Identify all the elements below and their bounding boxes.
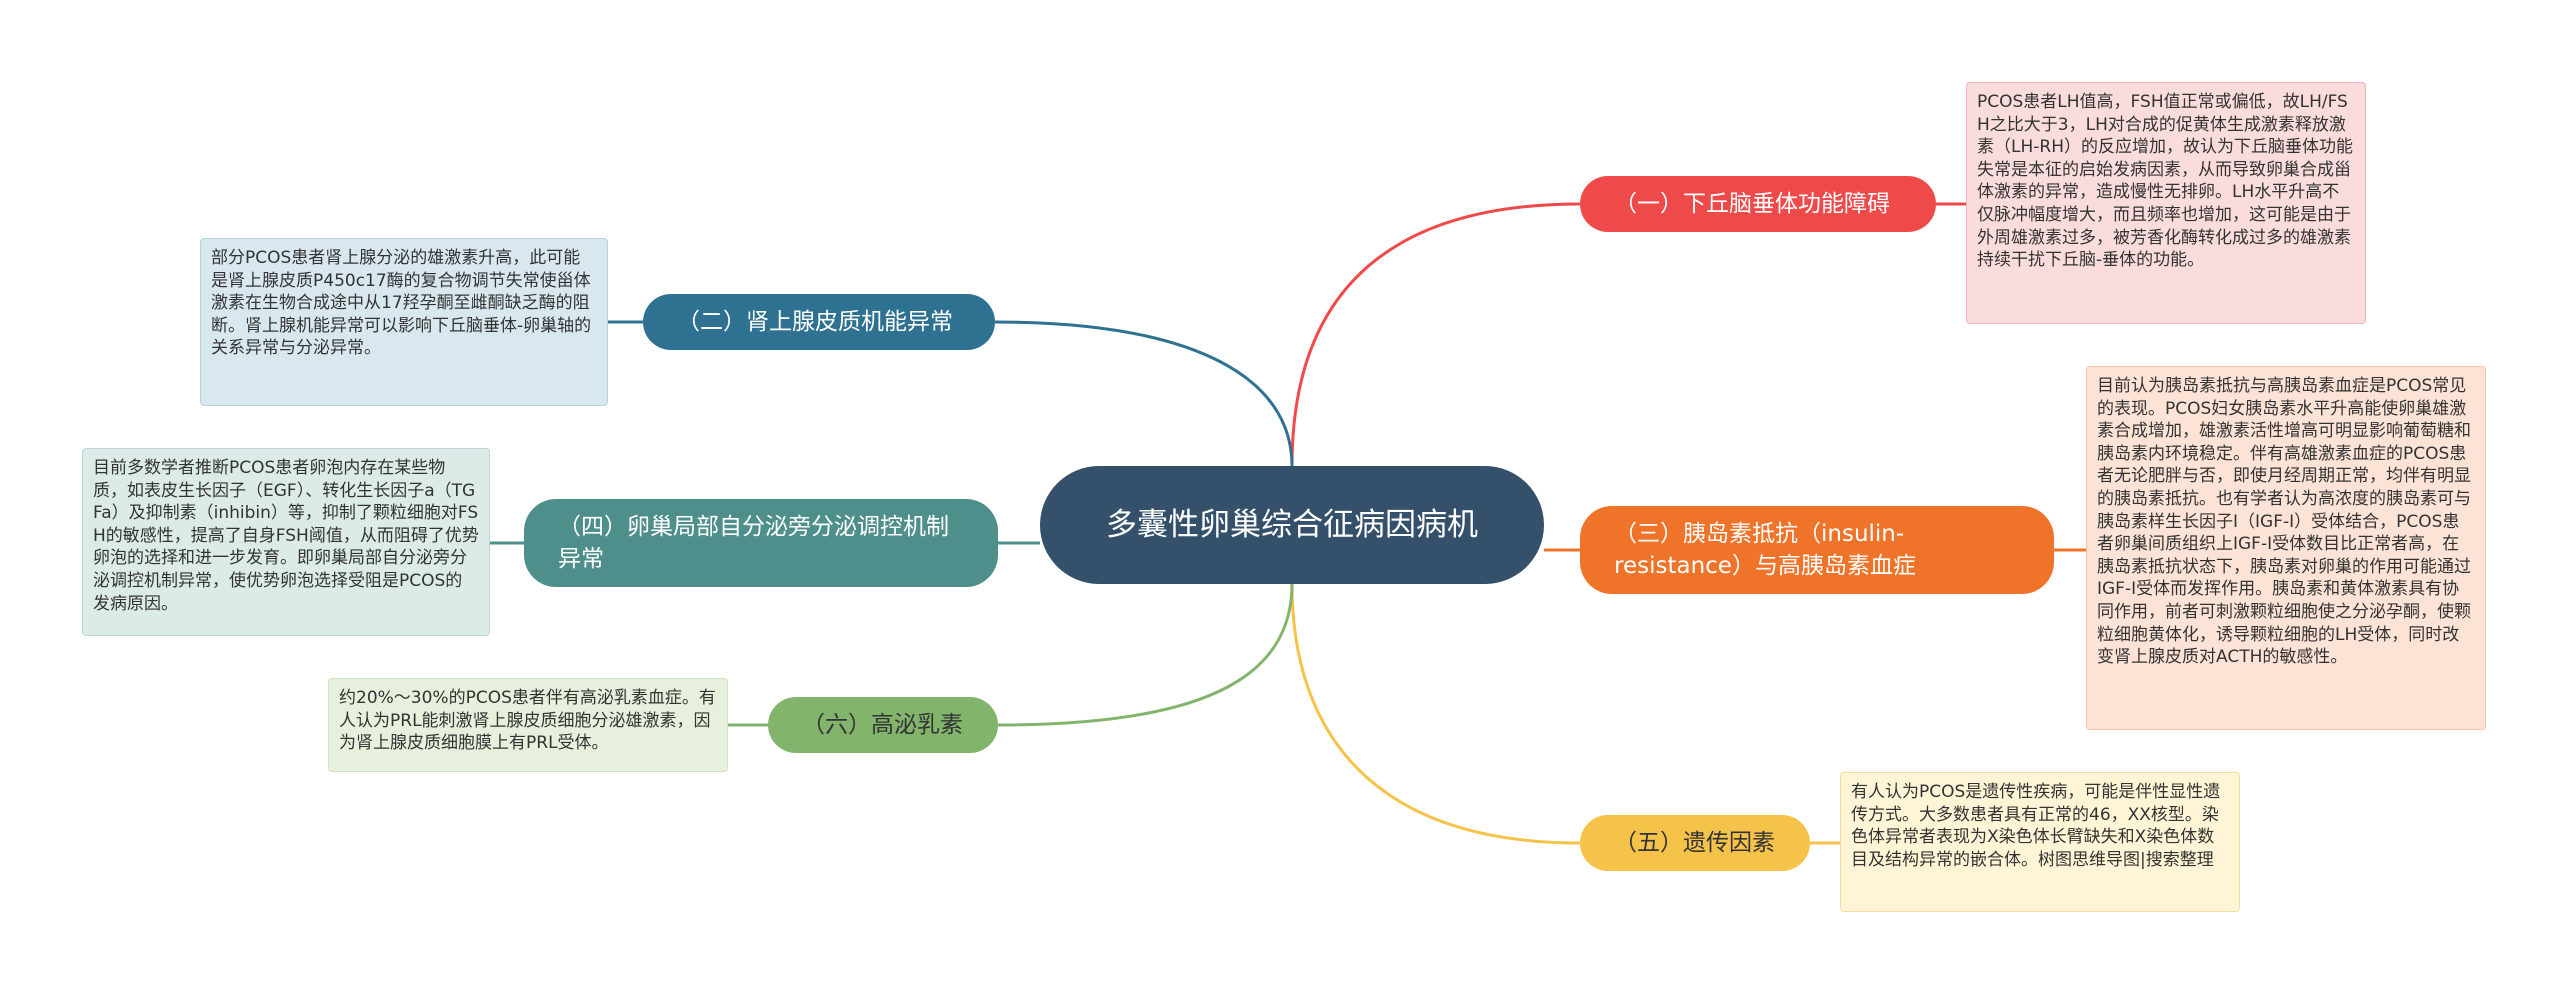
branch-label: （三）胰岛素抵抗（insulin-resistance）与高胰岛素血症 — [1614, 521, 1916, 579]
branch-label: （四）卵巢局部自分泌旁分泌调控机制异常 — [558, 514, 949, 572]
note-text: 约20%～30%的PCOS患者伴有高泌乳素血症。有人认为PRL能刺激肾上腺皮质细… — [339, 688, 716, 754]
note-adrenal-cortex: 部分PCOS患者肾上腺分泌的雄激素升高，此可能是肾上腺皮质P450c17酶的复合… — [200, 238, 608, 406]
branch-label: （六）高泌乳素 — [802, 712, 963, 738]
note-text: 目前多数学者推断PCOS患者卵泡内存在某些物质，如表皮生长因子（EGF）、转化生… — [93, 458, 479, 614]
note-insulin-resistance: 目前认为胰岛素抵抗与高胰岛素血症是PCOS常见的表现。PCOS妇女胰岛素水平升高… — [2086, 366, 2486, 730]
note-text: 有人认为PCOS是遗传性疾病，可能是伴性显性遗传方式。大多数患者具有正常的46，… — [1851, 782, 2221, 870]
note-ovarian-regulation: 目前多数学者推断PCOS患者卵泡内存在某些物质，如表皮生长因子（EGF）、转化生… — [82, 448, 490, 636]
note-text: PCOS患者LH值高，FSH值正常或偏低，故LH/FSH之比大于3，LH对合成的… — [1977, 92, 2353, 271]
branch-hypothalamic-pituitary[interactable]: （一）下丘脑垂体功能障碍 — [1580, 176, 1936, 232]
branch-adrenal-cortex[interactable]: （二）肾上腺皮质机能异常 — [643, 294, 995, 350]
connector-line — [997, 583, 1294, 727]
connector-line — [1290, 202, 1581, 467]
note-hypothalamic-pituitary: PCOS患者LH值高，FSH值正常或偏低，故LH/FSH之比大于3，LH对合成的… — [1966, 82, 2366, 324]
branch-label: （二）肾上腺皮质机能异常 — [677, 309, 953, 335]
branch-label: （五）遗传因素 — [1614, 830, 1775, 856]
connector-line — [994, 320, 1294, 467]
note-text: 部分PCOS患者肾上腺分泌的雄激素升高，此可能是肾上腺皮质P450c17酶的复合… — [211, 248, 592, 359]
branch-label: （一）下丘脑垂体功能障碍 — [1614, 191, 1890, 217]
connector-line — [1290, 583, 1581, 845]
branch-hyperprolactinemia[interactable]: （六）高泌乳素 — [768, 697, 998, 753]
branch-ovarian-regulation[interactable]: （四）卵巢局部自分泌旁分泌调控机制异常 — [524, 499, 998, 587]
note-genetic-factors: 有人认为PCOS是遗传性疾病，可能是伴性显性遗传方式。大多数患者具有正常的46，… — [1840, 772, 2240, 912]
branch-insulin-resistance[interactable]: （三）胰岛素抵抗（insulin-resistance）与高胰岛素血症 — [1580, 506, 2054, 594]
root-topic[interactable]: 多囊性卵巢综合征病因病机 — [1040, 466, 1544, 584]
note-hyperprolactinemia: 约20%～30%的PCOS患者伴有高泌乳素血症。有人认为PRL能刺激肾上腺皮质细… — [328, 678, 728, 772]
branch-genetic-factors[interactable]: （五）遗传因素 — [1580, 815, 1810, 871]
note-text: 目前认为胰岛素抵抗与高胰岛素血症是PCOS常见的表现。PCOS妇女胰岛素水平升高… — [2097, 376, 2471, 668]
root-topic-label: 多囊性卵巢综合征病因病机 — [1106, 507, 1478, 543]
